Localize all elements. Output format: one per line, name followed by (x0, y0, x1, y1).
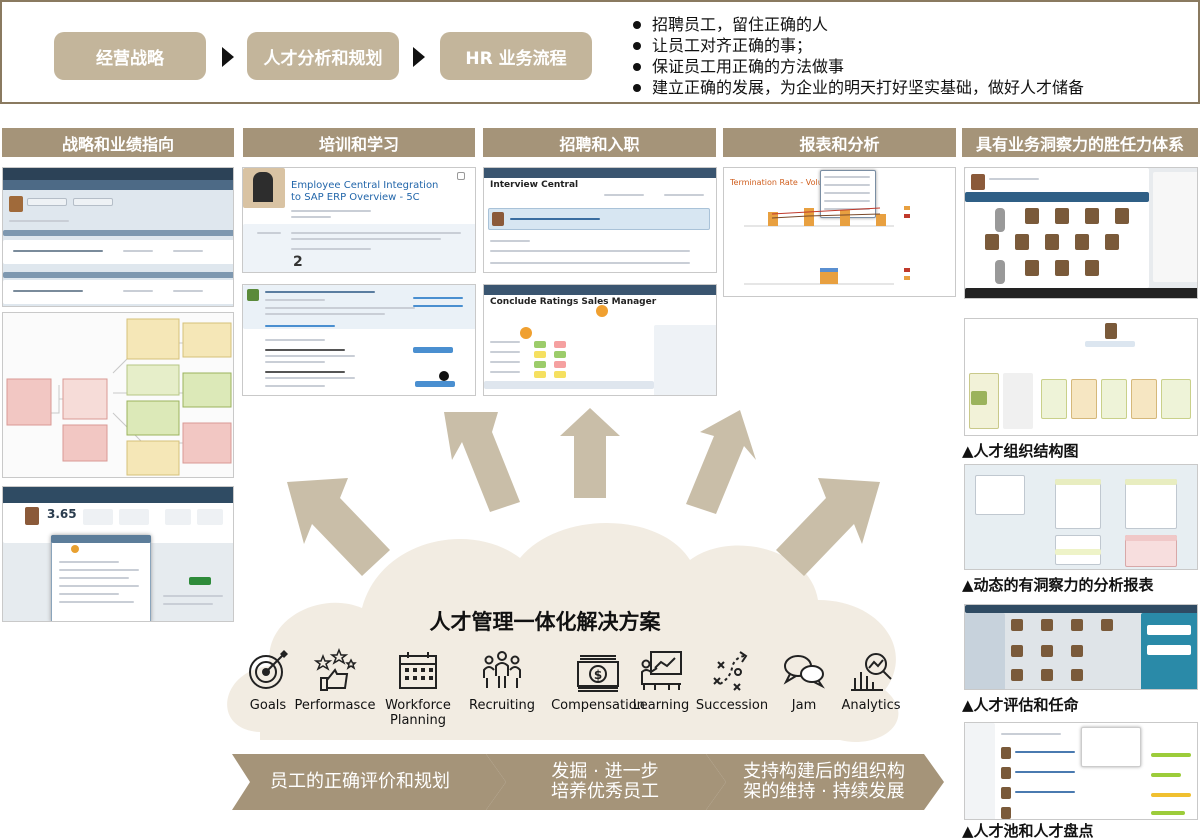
learning-activity-screenshot (242, 284, 476, 396)
chevron-group (232, 754, 944, 810)
module-learning[interactable]: Learning (613, 648, 709, 713)
magnifier-chart-icon (851, 653, 892, 691)
play-diagram-icon (713, 651, 748, 691)
presenter-board-icon (641, 651, 682, 690)
chevron-sustain-label: 支持构建后的组织构 架的维持 · 持续发展 (743, 761, 905, 802)
ratings-title: Conclude Ratings Sales Manager (490, 297, 657, 307)
target-icon (249, 650, 288, 689)
caption-org-chart: ▲人才组织结构图 (962, 442, 1079, 460)
chevron-development-label: 发掘 · 进一步 培养优秀员工 (551, 761, 659, 802)
performance-score: 3.65 (47, 507, 77, 521)
solution-cloud (227, 522, 899, 742)
report-title: Termination Rate - Voluntary (730, 178, 844, 187)
caption-analytics-report: ▲动态的有洞察力的分析报表 (962, 576, 1154, 594)
speech-bubbles-icon (783, 655, 825, 689)
chevron-evaluation-label: 员工的正确评价和规划 (270, 771, 450, 792)
report-chart-graphic (744, 206, 910, 285)
step-arrow-icon (413, 47, 425, 67)
conclude-ratings-screenshot: Conclude Ratings Sales Manager (483, 284, 717, 396)
column-header-recruiting: 招聘和入职 (483, 128, 716, 157)
caption-talent-assessment: ▲人才评估和任命 (962, 696, 1079, 714)
goals-list: 招聘员工，留住正确的人 让员工对齐正确的事； 保证员工用正确的方法做事 建立正确… (630, 14, 1084, 98)
step-business-strategy: 经营战略 (54, 32, 206, 80)
step-arrow-icon (222, 47, 234, 67)
module-performance[interactable]: Performasce (287, 648, 383, 713)
chevron-shape (706, 754, 944, 810)
column-header-training: 培训和学习 (243, 128, 475, 157)
performance-review-screenshot: 3.65 (2, 486, 234, 622)
cloud-diagram (227, 408, 944, 810)
course-title[interactable]: Employee Central Integration to SAP ERP … (291, 180, 439, 203)
svg-text:$: $ (594, 668, 602, 682)
calendar-grid-icon (399, 652, 437, 689)
chevron-shape (232, 754, 506, 810)
goals-screenshot (2, 167, 234, 307)
up-arrow-icon (287, 478, 390, 576)
module-succession[interactable]: Succession (684, 648, 780, 713)
caption-talent-pool: ▲人才池和人才盘点 (962, 822, 1094, 840)
goal-item: 让员工对齐正确的事； (630, 35, 1084, 56)
talent-pool-screenshot (964, 722, 1198, 820)
org-chart-screenshot (2, 312, 234, 478)
money-bill-icon: $ (577, 655, 619, 692)
talent-assessment-screenshot (964, 604, 1198, 690)
course-count: 2 (293, 254, 303, 270)
arrow-group (287, 408, 880, 576)
chevron-shape (486, 754, 726, 810)
org-structure-screenshot (964, 318, 1198, 436)
goal-item: 保证员工用正确的方法做事 (630, 56, 1084, 77)
module-recruiting[interactable]: Recruiting (454, 648, 550, 713)
talent-profile-screenshot (964, 167, 1198, 299)
org-chart-graphic (6, 318, 232, 476)
goal-item: 招聘员工，留住正确的人 (630, 14, 1084, 35)
analytics-report-screenshot (964, 464, 1198, 570)
module-jam[interactable]: Jam (756, 648, 852, 713)
strategy-banner: 经营战略 人才分析和规划 HR 业务流程 招聘员工，留住正确的人 让员工对齐正确… (0, 0, 1200, 104)
module-workforce-planning[interactable]: Workforce Planning (370, 648, 466, 728)
up-arrow-icon (444, 412, 520, 512)
step-talent-analysis: 人才分析和规划 (247, 32, 399, 80)
column-header-reporting: 报表和分析 (723, 128, 956, 157)
learning-course-screenshot: Employee Central Integration to SAP ERP … (242, 167, 476, 273)
report-analytics-screenshot: Termination Rate - Voluntary (723, 167, 956, 297)
up-arrow-icon (686, 410, 756, 514)
module-goals[interactable]: Goals (220, 648, 316, 713)
interview-title: Interview Central (490, 180, 579, 190)
interview-central-screenshot: Interview Central (483, 167, 717, 273)
column-header-strategy: 战略和业绩指向 (2, 128, 234, 157)
solution-title: 人才管理一体化解决方案 (429, 610, 661, 634)
thumbs-up-stars-icon (313, 648, 357, 691)
module-analytics[interactable]: Analytics (823, 648, 919, 713)
module-compensation[interactable]: $ Compensation (550, 648, 646, 713)
up-arrow-icon (776, 478, 880, 576)
step-hr-process: HR 业务流程 (440, 32, 592, 80)
goal-item: 建立正确的发展，为企业的明天打好坚实基础，做好人才储备 (630, 77, 1084, 98)
people-group-icon (483, 651, 521, 688)
column-header-competency: 具有业务洞察力的胜任力体系 (962, 128, 1198, 157)
up-arrow-icon (560, 408, 620, 498)
